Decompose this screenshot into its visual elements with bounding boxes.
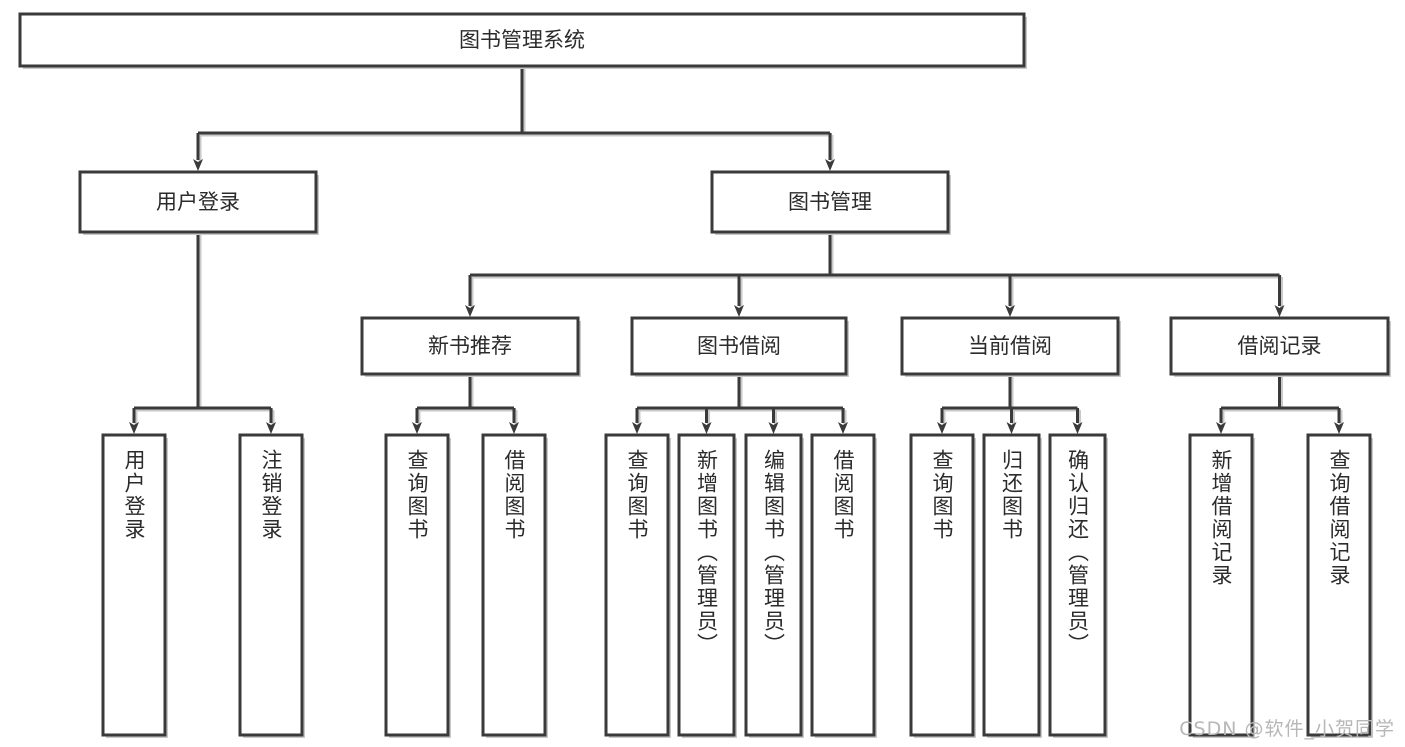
node-leaf-query-book-3[interactable] <box>909 433 975 737</box>
node-root[interactable] <box>18 12 1026 68</box>
node-leaf-user-login[interactable] <box>101 433 167 737</box>
node-book-manage-label: 图书管理 <box>788 190 872 214</box>
node-borrow-record[interactable] <box>1169 316 1390 376</box>
node-leaf-add-book[interactable] <box>677 433 736 737</box>
node-new-book-rec[interactable] <box>360 316 580 376</box>
node-current-borrow[interactable] <box>900 316 1120 376</box>
node-user-login[interactable] <box>78 170 318 234</box>
node-book-borrow-label: 图书借阅 <box>697 334 781 358</box>
node-leaf-edit-book[interactable] <box>744 433 803 737</box>
connector-layer <box>129 66 1344 434</box>
node-book-borrow[interactable] <box>630 316 848 376</box>
node-book-manage[interactable] <box>710 170 950 234</box>
node-leaf-query-record[interactable] <box>1306 433 1372 737</box>
node-leaf-query-book-1[interactable] <box>384 433 450 737</box>
node-borrow-record-label: 借阅记录 <box>1238 334 1322 358</box>
node-leaf-query-book-2[interactable] <box>604 433 670 737</box>
node-current-borrow-label: 当前借阅 <box>968 334 1052 358</box>
node-leaf-add-record[interactable] <box>1188 433 1254 737</box>
node-leaf-confirm-return[interactable] <box>1048 433 1107 737</box>
node-leaf-user-logout[interactable] <box>238 433 304 737</box>
node-root-label: 图书管理系统 <box>459 28 585 52</box>
node-leaf-borrow-book-2[interactable] <box>810 433 876 737</box>
node-leaf-borrow-book-1[interactable] <box>481 433 547 737</box>
node-new-book-rec-label: 新书推荐 <box>428 334 512 358</box>
watermark: CSDN @软件_小贺同学 <box>1179 718 1395 740</box>
node-user-login-label: 用户登录 <box>156 190 240 214</box>
node-leaf-return-book[interactable] <box>982 433 1041 737</box>
